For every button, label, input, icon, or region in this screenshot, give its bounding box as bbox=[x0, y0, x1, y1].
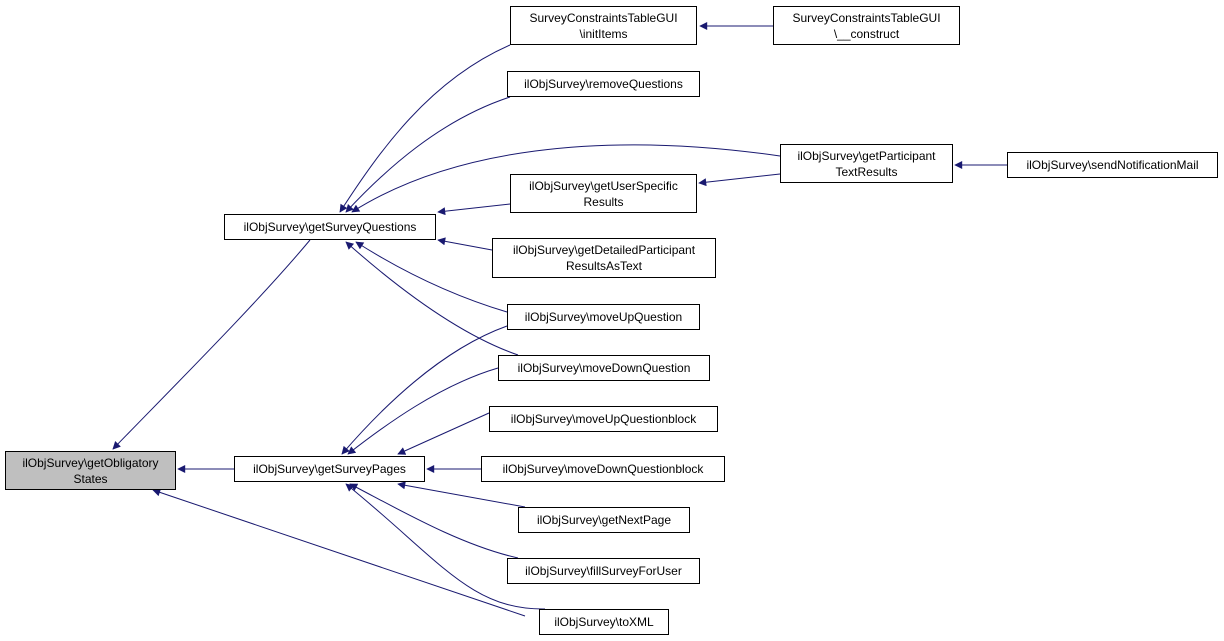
node-label-line: ilObjSurvey\fillSurveyForUser bbox=[525, 564, 682, 578]
node-label-line: ilObjSurvey\getSurveyQuestions bbox=[243, 220, 417, 234]
node-label-line: SurveyConstraintsTableGUI bbox=[529, 10, 678, 25]
node-label-line: ilObjSurvey\moveUpQuestionblock bbox=[510, 412, 697, 426]
node-label-line: SurveyConstraintsTableGUI bbox=[792, 10, 941, 25]
node-label-line: ilObjSurvey\getNextPage bbox=[536, 513, 672, 527]
node-label-line: ilObjSurvey\getObligatory bbox=[22, 455, 159, 470]
call-edge-getUserSpecificResults-to-getSurveyQuestions bbox=[437, 203, 511, 216]
node-label-line: ilObjSurvey\getUserSpecific bbox=[529, 178, 678, 193]
call-edge-getParticipantTextResults-to-getSurveyQuestions bbox=[351, 144, 781, 213]
function-node-initItems[interactable]: SurveyConstraintsTableGUI\initItems bbox=[510, 6, 697, 45]
node-label-line: ilObjSurvey\sendNotificationMail bbox=[1026, 158, 1199, 172]
function-node-moveDownQuestion[interactable]: ilObjSurvey\moveDownQuestion bbox=[498, 355, 710, 381]
call-edge-getSurveyQuestions-to-root bbox=[152, 488, 526, 617]
call-edge-moveUpQuestion-to-getSurveyQuestions bbox=[355, 241, 508, 313]
function-node-getSurveyPages[interactable]: ilObjSurvey\getSurveyPages bbox=[234, 456, 425, 482]
call-edge-getNextPage-to-getSurveyPages bbox=[397, 481, 526, 508]
node-label-line: ilObjSurvey\moveDownQuestion bbox=[517, 361, 691, 375]
call-edge-removeQuestions-to-getSurveyQuestions bbox=[345, 96, 511, 213]
node-label-line: TextResults bbox=[835, 164, 898, 179]
function-node-removeQuestions[interactable]: ilObjSurvey\removeQuestions bbox=[507, 71, 700, 97]
call-edge-toXML-to-root bbox=[112, 239, 311, 450]
node-label-line: ilObjSurvey\toXML bbox=[554, 615, 654, 629]
node-label-line: ResultsAsText bbox=[565, 259, 643, 273]
call-edge-initItems-to-getSurveyQuestions bbox=[339, 44, 511, 213]
node-label-line: ilObjSurvey\getSurveyPages bbox=[253, 462, 406, 476]
function-node-moveUpQuestionblock[interactable]: ilObjSurvey\moveUpQuestionblock bbox=[489, 406, 718, 432]
call-edge-moveUpQuestion-to-getSurveyPages bbox=[341, 325, 508, 455]
function-node-moveUpQuestion[interactable]: ilObjSurvey\moveUpQuestion bbox=[507, 304, 700, 330]
node-label-line: States bbox=[73, 471, 108, 486]
node-label-line: ilObjSurvey\moveUpQuestion bbox=[524, 310, 683, 324]
call-edge-getParticipantTextResults-to-getUserSpecificResults bbox=[698, 173, 781, 187]
function-node-moveDownQuestionblock[interactable]: ilObjSurvey\moveDownQuestionblock bbox=[481, 456, 725, 482]
node-label-line: ilObjSurvey\removeQuestions bbox=[524, 77, 683, 91]
call-edge-getDetailedParticipantResultsAsText-to-getSurveyQuestions bbox=[437, 237, 493, 251]
function-node-getNextPage[interactable]: ilObjSurvey\getNextPage bbox=[518, 507, 690, 533]
call-edge-toXML-to-getSurveyPages bbox=[345, 483, 546, 610]
function-node-fillSurveyForUser[interactable]: ilObjSurvey\fillSurveyForUser bbox=[507, 558, 700, 584]
call-edge-fillSurveyForUser-to-getSurveyPages bbox=[349, 483, 519, 559]
call-edge-moveDownQuestion-to-getSurveyQuestions bbox=[345, 241, 519, 356]
function-node-getSurveyQuestions[interactable]: ilObjSurvey\getSurveyQuestions bbox=[224, 214, 436, 240]
node-label-line: ilObjSurvey\getDetailedParticipant bbox=[512, 243, 696, 257]
function-node-toXML[interactable]: ilObjSurvey\toXML bbox=[539, 609, 669, 635]
call-edge-moveUpQuestionblock-to-getSurveyPages bbox=[397, 412, 490, 455]
node-label-line: \initItems bbox=[579, 26, 628, 41]
node-label-line: Results bbox=[583, 194, 624, 209]
node-label-line: \__construct bbox=[833, 26, 900, 41]
function-node-construct[interactable]: SurveyConstraintsTableGUI\__construct bbox=[773, 6, 960, 45]
call-edge-moveDownQuestion-to-getSurveyPages bbox=[347, 367, 499, 455]
node-label-line: ilObjSurvey\moveDownQuestionblock bbox=[502, 462, 704, 476]
node-label-line: ilObjSurvey\getParticipant bbox=[797, 148, 936, 163]
function-node-sendNotificationMail[interactable]: ilObjSurvey\sendNotificationMail bbox=[1007, 152, 1218, 178]
